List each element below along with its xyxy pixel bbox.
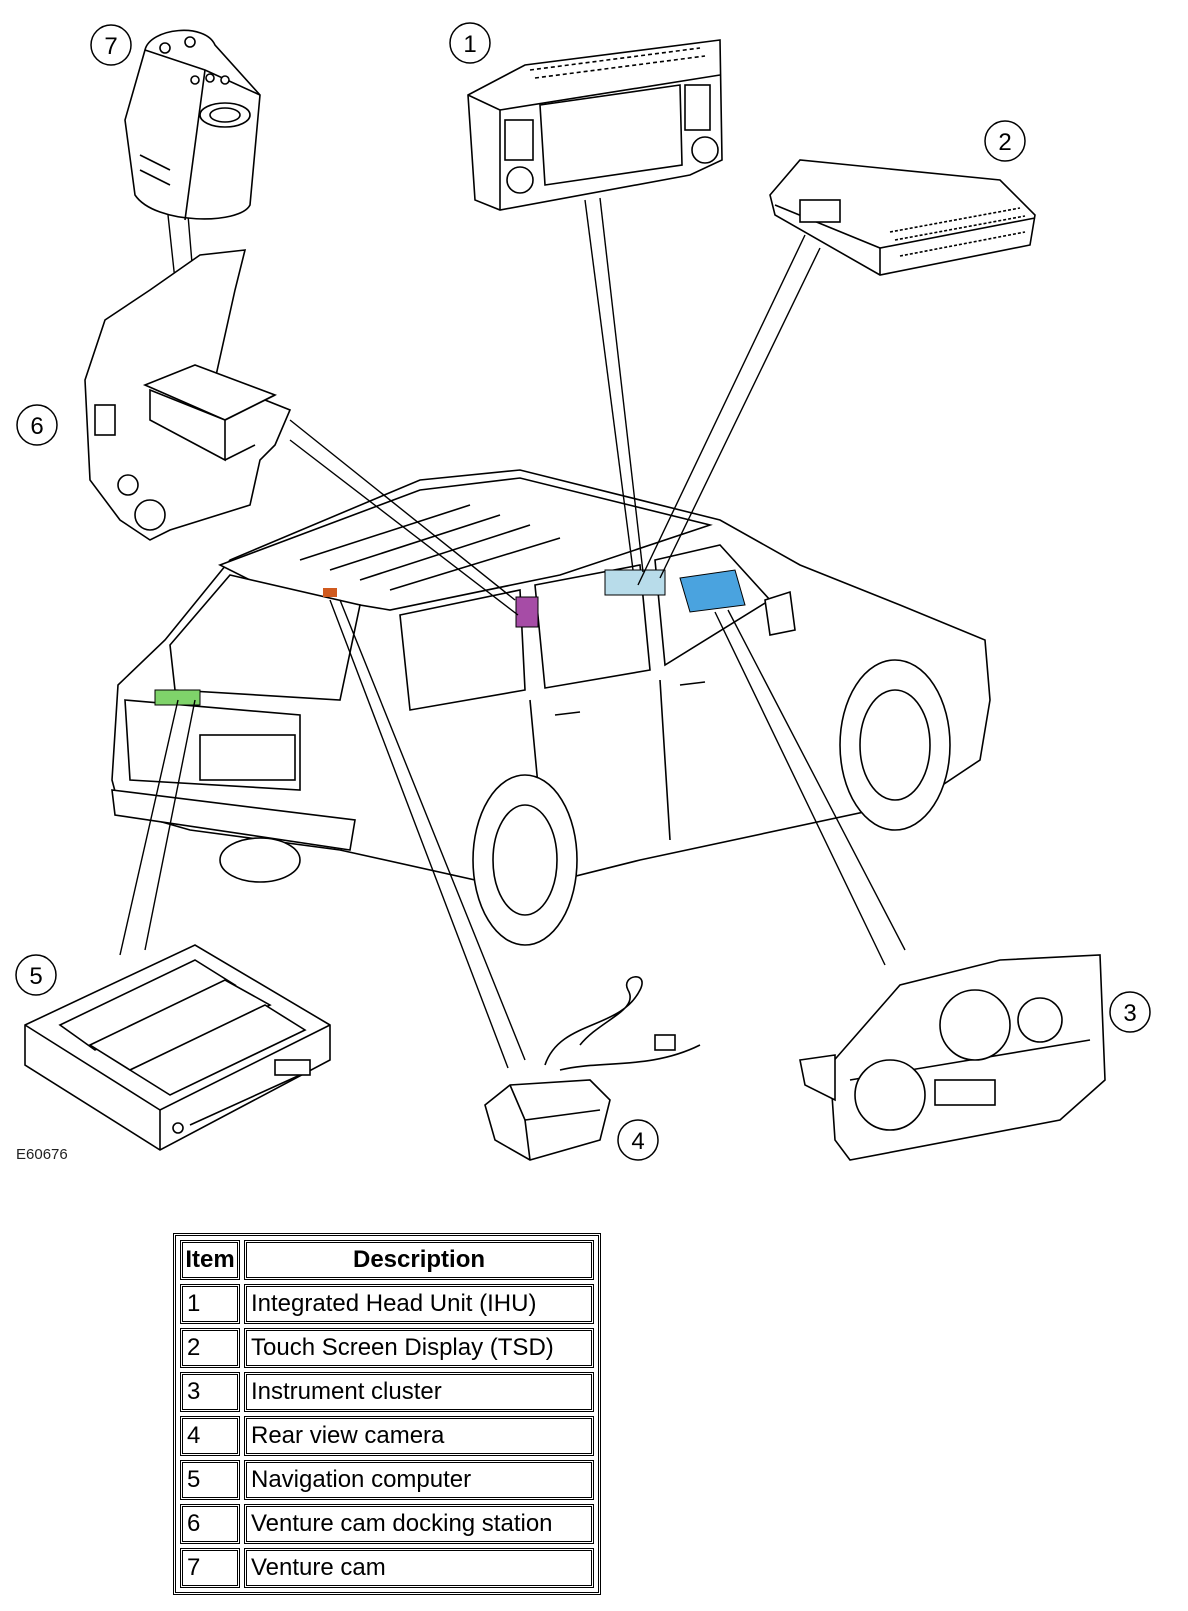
ihu-illustration (467, 39, 723, 211)
legend-item-description: Venture cam (244, 1548, 594, 1588)
legend-item-description: Touch Screen Display (TSD) (244, 1328, 594, 1368)
callout-7: 7 (90, 24, 132, 66)
legend-table: Item Description 1 Integrated Head Unit … (173, 1233, 601, 1595)
legend-item-description: Venture cam docking station (244, 1504, 594, 1544)
component-location-diagram: 1 2 3 4 5 6 7 E60676 (15, 22, 1151, 1163)
vehicle-outline (111, 469, 991, 891)
legend-item-description: Instrument cluster (244, 1372, 594, 1412)
legend-row: 5 Navigation computer (180, 1460, 594, 1500)
callout-5: 5 (15, 954, 57, 996)
legend-row: 3 Instrument cluster (180, 1372, 594, 1412)
legend-header-description: Description (244, 1240, 594, 1280)
legend-item-number: 3 (180, 1372, 240, 1412)
rear-camera-location-highlight (323, 588, 337, 597)
svg-text:5: 5 (29, 963, 42, 990)
svg-text:6: 6 (30, 413, 43, 440)
legend-header-item: Item (180, 1240, 240, 1280)
legend-row: 7 Venture cam (180, 1548, 594, 1588)
legend-row: 6 Venture cam docking station (180, 1504, 594, 1544)
legend-row: 1 Integrated Head Unit (IHU) (180, 1284, 594, 1324)
callout-4: 4 (617, 1119, 659, 1161)
legend-item-number: 5 (180, 1460, 240, 1500)
callout-3: 3 (1109, 991, 1151, 1033)
callout-6: 6 (16, 404, 58, 446)
figure-id: E60676 (16, 1146, 68, 1163)
svg-text:7: 7 (104, 33, 117, 60)
instrument-cluster-illustration (799, 954, 1106, 1161)
svg-text:2: 2 (998, 129, 1011, 156)
callout-1: 1 (449, 22, 491, 64)
legend-item-number: 4 (180, 1416, 240, 1456)
venture-cam-illustration (124, 29, 261, 221)
nav-computer-illustration (24, 944, 331, 1151)
legend-row: 2 Touch Screen Display (TSD) (180, 1328, 594, 1368)
legend-item-number: 6 (180, 1504, 240, 1544)
svg-text:3: 3 (1123, 1000, 1136, 1027)
leader-lines (119, 197, 906, 1069)
legend-item-description: Navigation computer (244, 1460, 594, 1500)
svg-text:4: 4 (631, 1128, 644, 1155)
legend-item-description: Integrated Head Unit (IHU) (244, 1284, 594, 1324)
rear-camera-illustration (484, 976, 701, 1161)
svg-text:1: 1 (463, 31, 476, 58)
legend-row: 4 Rear view camera (180, 1416, 594, 1456)
ihu-location-highlight (604, 569, 666, 596)
tsd-illustration (769, 159, 1036, 276)
docking-station-illustration (84, 249, 292, 541)
tsd-location-highlight (679, 569, 746, 613)
docking-station-location-highlight (515, 596, 539, 628)
legend-item-number: 7 (180, 1548, 240, 1588)
callout-2: 2 (984, 120, 1026, 162)
legend-header-row: Item Description (180, 1240, 594, 1280)
legend-item-number: 2 (180, 1328, 240, 1368)
legend-item-number: 1 (180, 1284, 240, 1324)
vehicle-wheels (219, 659, 951, 946)
legend-item-description: Rear view camera (244, 1416, 594, 1456)
